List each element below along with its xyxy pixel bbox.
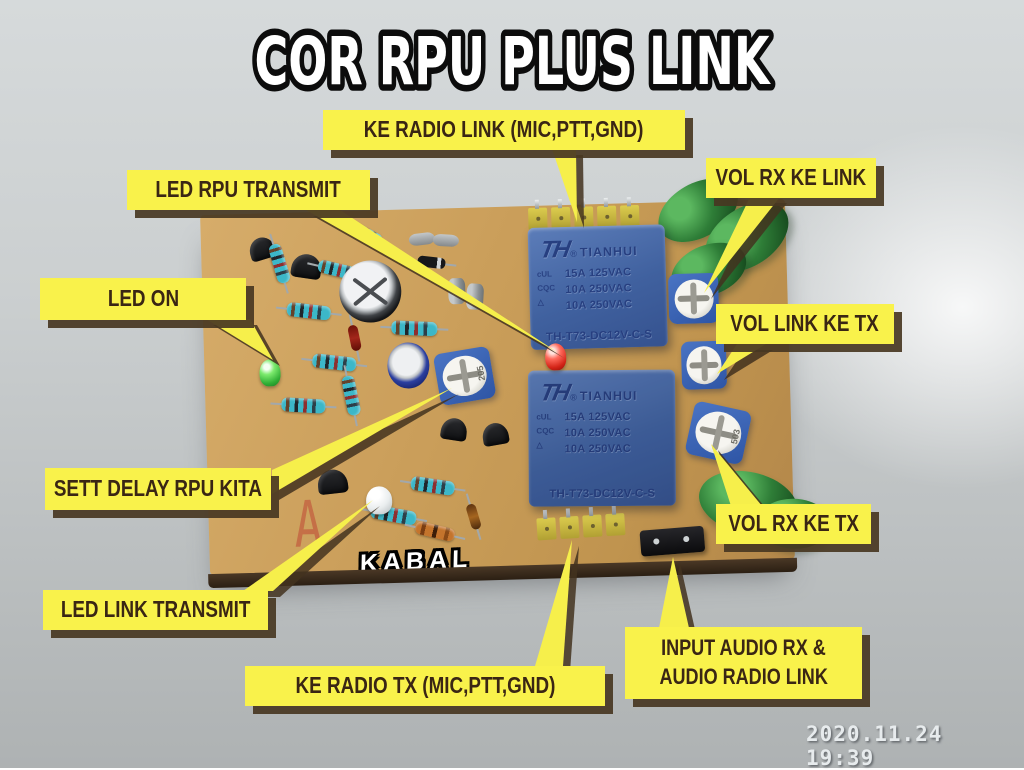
relay-1: TH® TIANHUI cUL CQC △ 15A 125VAC 10A 250… [527, 224, 668, 351]
resistor-orange [414, 520, 456, 543]
callout-vol-link-ke-tx: VOL LINK KE TX [716, 304, 894, 344]
page-title: COR RPU PLUS LINK [255, 23, 772, 100]
callout-ke-radio-tx: KE RADIO TX (MIC,PTT,GND) [245, 666, 605, 706]
cert-icons: cUL CQC △ [537, 269, 556, 306]
registered-icon: ® [570, 392, 577, 403]
capacitor-gray [432, 233, 460, 248]
callout-led-on: LED ON [40, 278, 246, 320]
transistor [480, 421, 510, 448]
capacitor-gray [447, 277, 466, 305]
clear-led [365, 485, 393, 515]
callout-vol-rx-ke-tx: VOL RX KE TX [716, 504, 871, 544]
trimpot-vol-link-tx [680, 340, 728, 390]
transistor [439, 416, 469, 443]
relay-specs: 15A 125VAC 10A 250VAC 10A 250VAC [564, 410, 632, 456]
resistor [267, 242, 292, 285]
trimpot-vol-rx-link [667, 272, 720, 325]
capacitor-gray [408, 231, 436, 247]
resistor [342, 217, 385, 249]
relay-logo: TH [537, 379, 572, 407]
callout-vol-rx-ke-link: VOL RX KE LINK [706, 158, 876, 198]
relay-brand: TIANHUI [579, 244, 638, 260]
board-label-kabal: KABAL [359, 544, 473, 578]
callout-sett-delay-rpu-kita: SETT DELAY RPU KITA [45, 468, 271, 510]
trimpot-delay: 205 [432, 345, 497, 407]
resistor [391, 320, 438, 337]
diode-amber [465, 502, 483, 531]
capacitor-gray [465, 283, 485, 311]
ul-icon: cUL [536, 412, 552, 422]
callout-led-link-transmit: LED LINK TRANSMIT [43, 590, 268, 630]
resistor [286, 301, 332, 321]
relay-specs: 15A 125VAC 10A 250VAC 10A 250VAC [564, 266, 633, 312]
ul-icon: cUL [536, 269, 553, 279]
registered-icon: ® [570, 248, 578, 259]
relay-model: TH-T73-DC12V-C-S [545, 328, 653, 344]
cqc-icon: CQC [537, 283, 556, 293]
cert-icons: cUL CQC △ [536, 412, 554, 449]
relay-brand: TIANHUI [579, 388, 638, 404]
diode-red [347, 324, 363, 352]
red-led [544, 343, 567, 371]
circuit-board: TH® TIANHUI cUL CQC △ 15A 125VAC 10A 250… [200, 165, 832, 578]
resistor [311, 353, 357, 372]
green-led [259, 359, 281, 387]
title-banner: COR RPU PLUS LINK [248, 17, 778, 107]
input-connector [639, 525, 706, 557]
board-stamp: A [293, 486, 324, 563]
resistor [340, 374, 362, 417]
triangle-icon: △ [537, 297, 544, 307]
callout-input-audio: INPUT AUDIO RX & AUDIO RADIO LINK [625, 627, 862, 699]
camera-timestamp: 2020.11.24 19:39 [806, 722, 943, 770]
relay-logo: TH [537, 235, 571, 264]
relay-2: TH® TIANHUI cUL CQC △ 15A 125VAC 10A 250… [527, 369, 676, 507]
callout-led-rpu-transmit: LED RPU TRANSMIT [127, 170, 370, 210]
relay-model: TH-T73-DC12V-C-S [549, 487, 656, 501]
resistor [409, 475, 456, 496]
cqc-icon: CQC [536, 426, 555, 436]
triangle-icon: △ [536, 440, 543, 450]
callout-ke-radio-link: KE RADIO LINK (MIC,PTT,GND) [323, 110, 685, 150]
resistor [281, 397, 326, 414]
diode-black [416, 255, 447, 270]
